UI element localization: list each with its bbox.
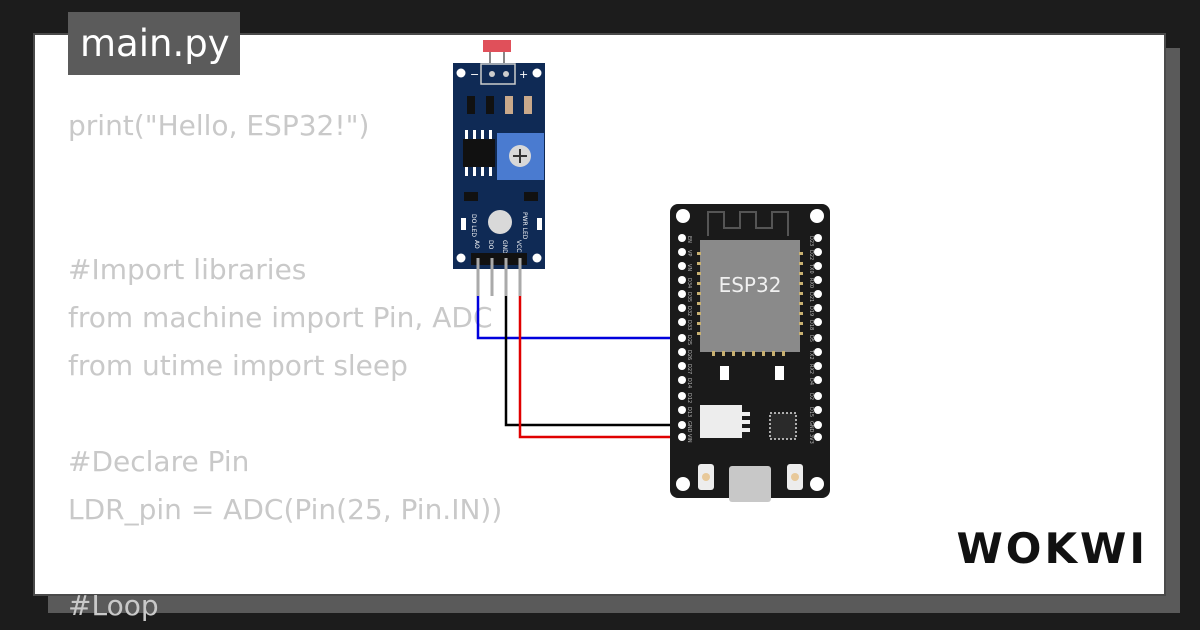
pin-label: D2 [808, 393, 814, 400]
pin-label: D25 [686, 335, 692, 345]
file-tab[interactable]: main.py [68, 12, 240, 75]
code-preview: print("Hello, ESP32!") #Import libraries… [68, 102, 502, 630]
wokwi-logo: WOKWI [956, 524, 1148, 573]
voltage-regulator [700, 405, 742, 438]
pin-label: D21 [808, 292, 814, 302]
code-line: from machine import Pin, ADC [68, 301, 493, 334]
wire-signal-ao-d25[interactable] [476, 296, 683, 340]
code-line: print("Hello, ESP32!") [68, 109, 370, 142]
usb-port [729, 466, 771, 502]
pin-label-do: DO [487, 240, 494, 250]
pin-label: D33 [686, 320, 692, 330]
pin-label: VIN [686, 434, 692, 443]
do-led-label: DO LED [470, 214, 477, 237]
pin-label: D22 [808, 250, 814, 260]
pin-label: D26 [686, 350, 692, 360]
pin-label: VP [686, 250, 692, 256]
pin-label: GND [686, 421, 692, 433]
pin-label: D13 [686, 407, 692, 417]
ldr-sensor-module[interactable]: − + DO LED PWR LED AO DO GND VCC [453, 40, 545, 296]
code-line: #Loop [68, 589, 159, 622]
pin-label: D32 [686, 306, 692, 316]
comparator-ic [463, 139, 495, 167]
esp32-devkit-board[interactable]: ESP32 EN VP VN D34 D35 D32 D33 D25 D26 D… [670, 204, 830, 502]
esp32-chip-label: ESP32 [719, 273, 782, 297]
pwr-led-label: PWR LED [521, 212, 528, 240]
code-line: from utime import sleep [68, 349, 408, 382]
code-line: #Declare Pin [68, 445, 250, 478]
pin-label: VN [686, 264, 692, 271]
pin-label-gnd: GND [501, 240, 508, 254]
pin-label: TX2 [808, 349, 814, 360]
pin-label: D18 [808, 320, 814, 330]
power-plus-label: + [519, 68, 528, 81]
photoresistor [483, 40, 511, 52]
power-minus-label: − [470, 68, 479, 81]
pin-label: D4 [808, 378, 814, 385]
pin-label: RX0 [808, 278, 814, 288]
simulation-canvas[interactable] [33, 33, 1166, 596]
led-indicator [488, 210, 512, 234]
pin-label: 3V3 [808, 434, 814, 444]
esp32-module [700, 240, 800, 352]
pin-label: GND [808, 421, 814, 433]
pin-label: EN [686, 236, 692, 243]
pin-label: D12 [686, 393, 692, 403]
pin-label: D35 [686, 292, 692, 302]
pin-label: D34 [686, 278, 692, 288]
pin-label-ao: AO [473, 240, 480, 249]
pin-label: D15 [808, 407, 814, 417]
wire-ground[interactable] [504, 296, 683, 427]
wire-power-vcc-vin[interactable] [518, 296, 683, 439]
code-line: #Import libraries [68, 253, 307, 286]
antenna-trace [707, 211, 789, 236]
pin-label: D5 [808, 335, 814, 342]
pin-label: D14 [686, 378, 692, 388]
pin-label: D23 [808, 236, 814, 246]
pin-label: D19 [808, 306, 814, 316]
pin-label: D27 [686, 364, 692, 374]
pin-label-vcc: VCC [515, 240, 522, 252]
usb-uart-chip [769, 412, 797, 440]
pin-label: TX0 [808, 263, 814, 274]
pin-label: RX2 [808, 364, 814, 374]
code-line: LDR_pin = ADC(Pin(25, Pin.IN)) [68, 493, 503, 526]
